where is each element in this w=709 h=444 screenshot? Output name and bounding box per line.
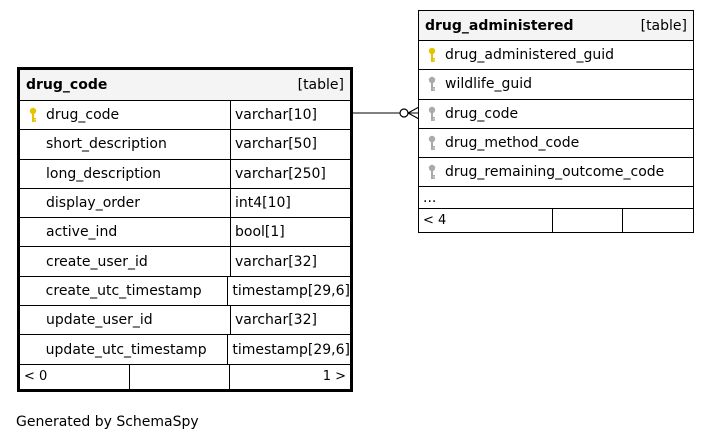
column-type: timestamp[29,6] <box>227 335 350 364</box>
column-name: long_description <box>46 165 162 182</box>
column-name: update_user_id <box>46 312 153 329</box>
table-header[interactable]: drug_code [table] <box>20 70 350 100</box>
column-type: varchar[50] <box>230 130 350 159</box>
column-row[interactable]: update_user_id varchar[32] <box>20 305 350 335</box>
column-type: varchar[10] <box>230 101 350 130</box>
column-name: drug_code <box>46 107 120 124</box>
column-row[interactable]: long_description varchar[250] <box>20 158 350 188</box>
column-name: short_description <box>46 136 167 153</box>
key-icon <box>419 164 445 180</box>
column-type: varchar[32] <box>230 247 350 276</box>
table-name: drug_code <box>26 77 108 93</box>
column-row[interactable]: drug_code <box>419 98 693 128</box>
column-name: active_ind <box>46 224 118 241</box>
column-row[interactable]: create_user_id varchar[32] <box>20 246 350 276</box>
table-kind: [table] <box>640 17 687 34</box>
column-name: drug_administered_guid <box>445 47 615 64</box>
more-columns-indicator: ... <box>423 189 437 206</box>
column-name: create_utc_timestamp <box>45 282 202 299</box>
table-footer: < 4 <box>419 208 693 233</box>
column-name: drug_remaining_outcome_code <box>445 164 665 181</box>
footer-parents-count: 1 > <box>322 369 346 385</box>
column-name: update_utc_timestamp <box>45 341 207 358</box>
column-row[interactable]: drug_method_code <box>419 127 693 158</box>
footer-children-count: < 4 <box>419 209 553 233</box>
footer-spacer <box>553 209 623 233</box>
key-icon <box>419 76 445 92</box>
column-row[interactable]: wildlife_guid <box>419 69 693 99</box>
column-type: varchar[32] <box>230 306 350 335</box>
column-type: timestamp[29,6] <box>227 276 350 306</box>
footer-spacer <box>130 364 230 389</box>
column-row[interactable]: update_utc_timestamp timestamp[29,6] <box>20 334 350 364</box>
key-icon <box>419 135 445 151</box>
column-type: varchar[250] <box>230 159 350 188</box>
column-name: drug_code <box>445 105 519 122</box>
column-row[interactable]: drug_remaining_outcome_code <box>419 157 693 187</box>
column-row[interactable]: drug_administered_guid <box>419 40 693 70</box>
column-type: bool[1] <box>230 218 350 247</box>
crowfoot-zero-marker <box>399 108 409 118</box>
more-columns-row: ... <box>419 186 693 209</box>
key-icon <box>419 106 445 122</box>
footer-spacer <box>623 209 693 232</box>
column-row[interactable]: short_description varchar[50] <box>20 129 350 159</box>
table-drug-administered[interactable]: drug_administered [table] drug_administe… <box>418 10 694 234</box>
table-header[interactable]: drug_administered [table] <box>419 11 693 40</box>
table-name: drug_administered <box>425 17 574 34</box>
table-footer: < 0 1 > <box>20 363 350 389</box>
generator-caption: Generated by SchemaSpy <box>16 414 199 430</box>
column-name: display_order <box>46 195 141 212</box>
column-name: wildlife_guid <box>445 76 532 93</box>
column-row[interactable]: drug_code varchar[10] <box>20 100 350 130</box>
column-row[interactable]: create_utc_timestamp timestamp[29,6] <box>20 275 350 306</box>
column-type: int4[10] <box>230 188 350 218</box>
key-icon <box>419 47 445 63</box>
key-icon <box>20 107 46 123</box>
footer-children-count: < 0 <box>20 364 130 389</box>
column-name: create_user_id <box>46 253 148 270</box>
table-kind: [table] <box>297 77 344 93</box>
column-name: drug_method_code <box>445 135 580 152</box>
column-row[interactable]: display_order int4[10] <box>20 187 350 218</box>
crowfoot-prong-bottom <box>407 112 420 120</box>
column-row[interactable]: active_ind bool[1] <box>20 217 350 247</box>
crowfoot-prong-top <box>407 106 420 114</box>
